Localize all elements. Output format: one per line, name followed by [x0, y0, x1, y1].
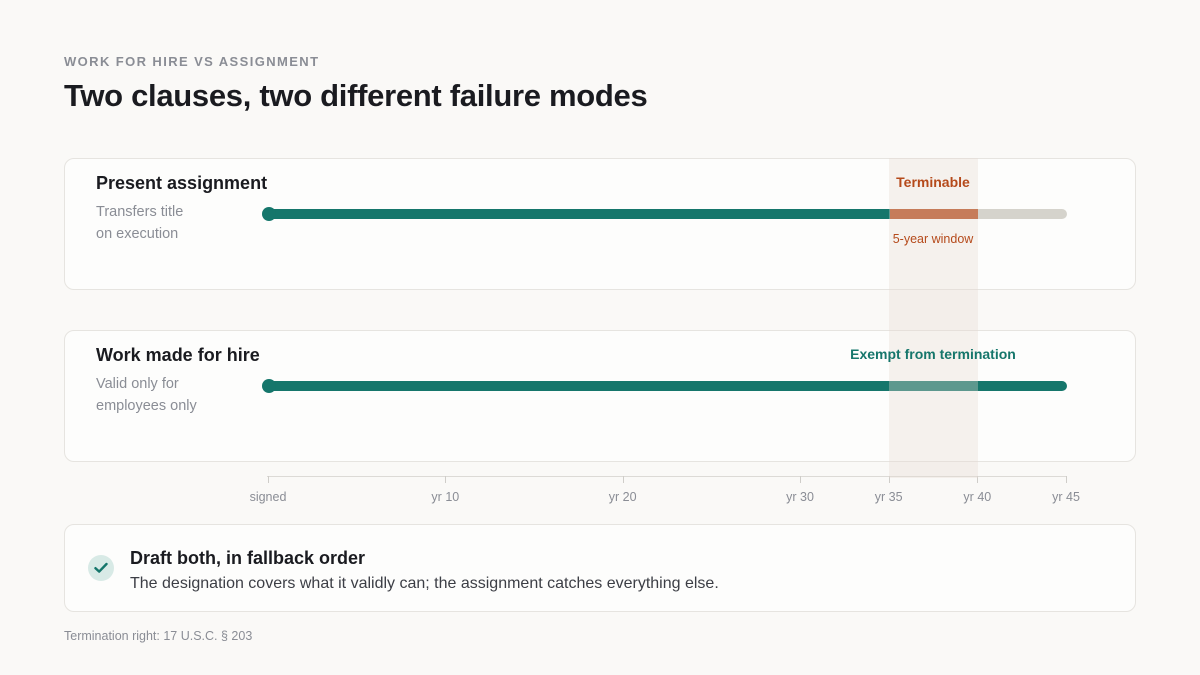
exempt-label: Exempt from termination — [850, 346, 1016, 362]
axis-tick — [977, 476, 979, 483]
row-subtitle: Transfers title on execution — [96, 201, 236, 245]
axis-tick-label: yr 45 — [1052, 490, 1080, 504]
axis-tick-label: yr 35 — [874, 490, 903, 504]
axis-tick — [445, 476, 447, 483]
timeline-segment — [889, 209, 979, 219]
axis-tick-label: signed — [249, 490, 287, 504]
axis-line — [267, 476, 1066, 477]
timeline-segment — [269, 209, 890, 219]
row-subtitle-line: Transfers title — [96, 204, 184, 220]
timeline-start-dot — [262, 207, 276, 221]
row-subtitle-line: on execution — [96, 226, 179, 242]
row-subtitle-line: employees only — [96, 398, 197, 414]
present-assignment-card: Present assignment Transfers title on ex… — [64, 158, 1136, 290]
row-title: Present assignment — [96, 173, 268, 193]
page-title: Two clauses, two different failure modes — [64, 78, 648, 113]
axis-tick-label: yr 10 — [431, 490, 460, 504]
axis-tick — [622, 476, 624, 483]
timeline-segment — [978, 209, 1067, 219]
terminable-label: Terminable — [896, 174, 970, 190]
row-subtitle-line: Valid only for — [96, 376, 179, 392]
axis-tick-label: yr 40 — [963, 490, 992, 504]
row-title: Work made for hire — [96, 345, 260, 365]
timeline-segment — [269, 381, 1067, 391]
axis-tick-label: yr 30 — [786, 490, 814, 504]
axis-tick-label: yr 20 — [608, 490, 637, 504]
axis-tick — [800, 476, 801, 483]
callout-title: Draft both, in fallback order — [130, 548, 366, 568]
axis-tick — [268, 476, 269, 483]
callout-body: The designation covers what it validly c… — [130, 575, 719, 592]
row-subtitle: Valid only for employees only — [96, 373, 236, 417]
work-for-hire-card: Work made for hire Valid only for employ… — [64, 330, 1136, 462]
five-year-window-label: 5-year window — [892, 232, 974, 246]
timeline-start-dot — [262, 379, 276, 393]
callout-card: Draft both, in fallback order The design… — [64, 524, 1136, 612]
axis-tick — [1066, 476, 1067, 483]
axis-tick — [888, 476, 890, 483]
eyebrow-label: WORK FOR HIRE VS ASSIGNMENT — [64, 54, 320, 69]
footnote: Termination right: 17 U.S.C. § 203 — [64, 629, 253, 643]
check-icon — [88, 555, 114, 581]
